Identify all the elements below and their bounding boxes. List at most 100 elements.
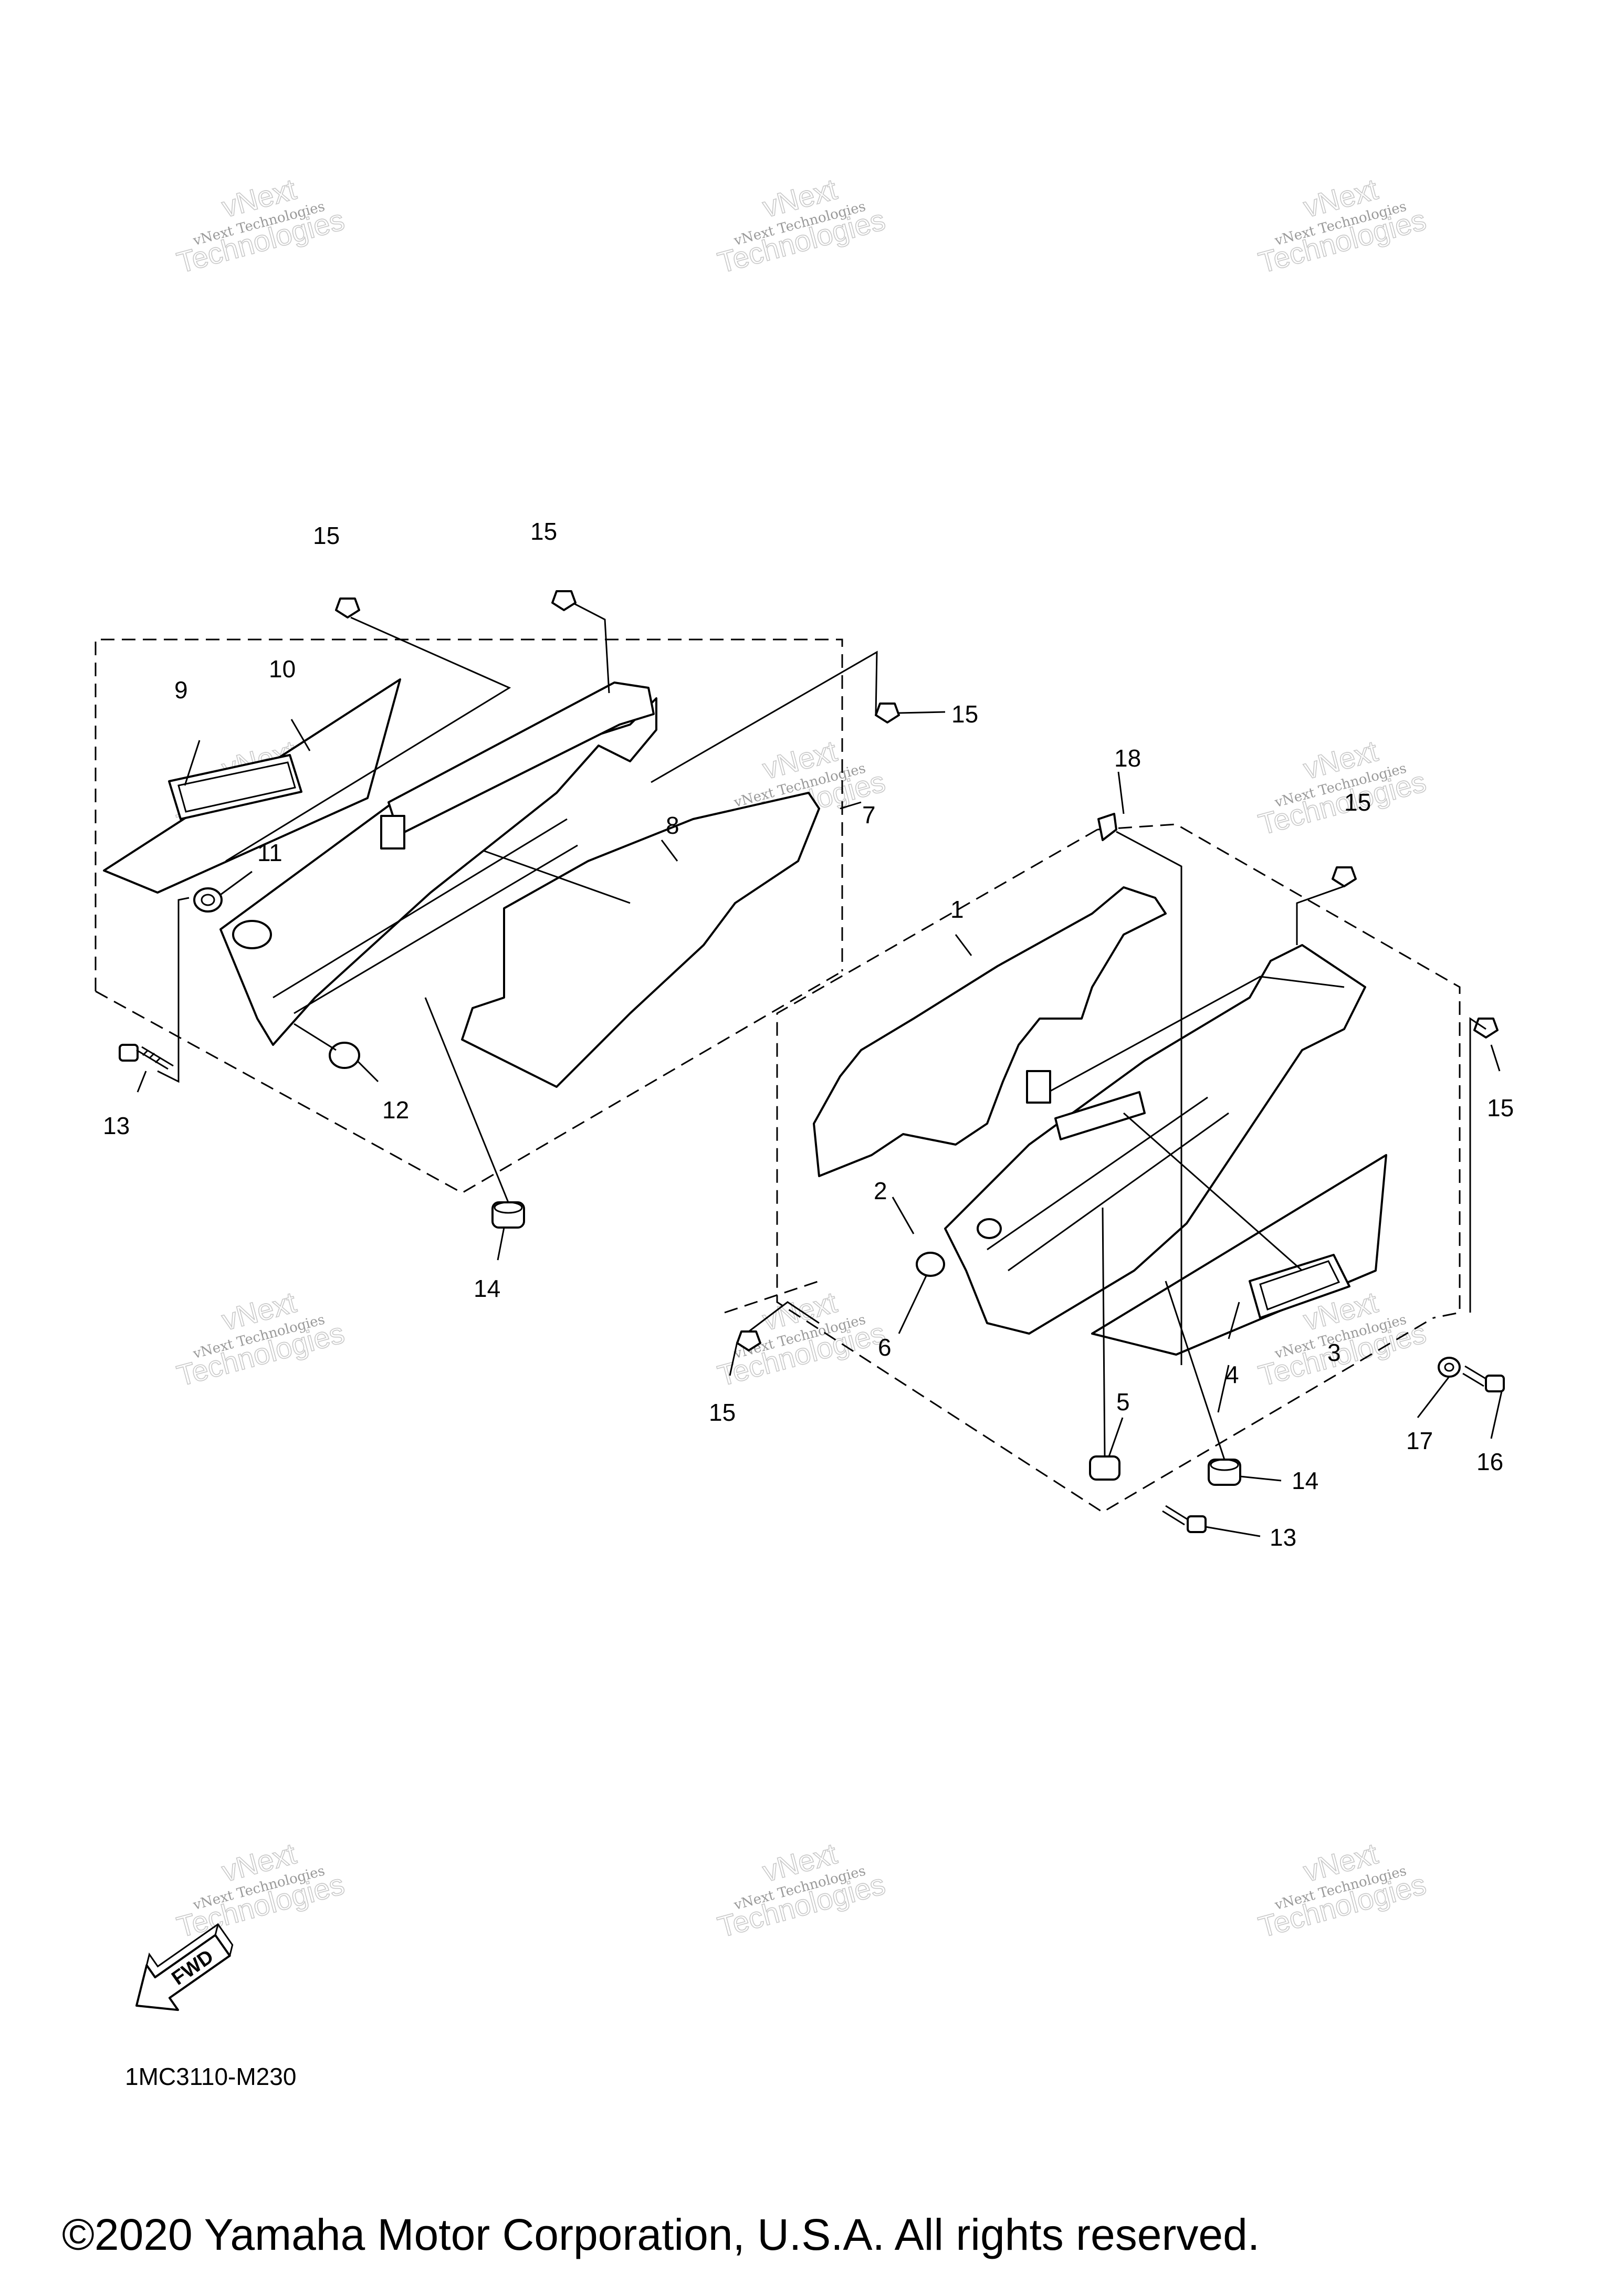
callout-1: 1 <box>950 896 964 923</box>
leader-line <box>661 840 678 862</box>
part-2-side-cover-right <box>944 944 1366 1335</box>
right-dashed-frame-bottom <box>776 829 1434 1513</box>
watermark: vNext vNext Technologies Technologies <box>173 172 348 279</box>
callout-15: 15 <box>951 700 978 728</box>
watermark: vNext vNext Technologies Technologies <box>173 1836 348 1944</box>
part-1-inner-panel <box>813 886 1167 1177</box>
callout-4: 4 <box>1226 1361 1239 1388</box>
part-13-bolt-left <box>119 1044 174 1070</box>
watermark: vNext vNext Technologies Technologies <box>714 1836 889 1944</box>
leader-line <box>137 1071 147 1093</box>
leader-line <box>898 711 946 714</box>
part-11-grommet <box>193 887 223 913</box>
left-assembly <box>95 590 946 1261</box>
leader-line <box>1469 1017 1486 1313</box>
callout-17: 17 <box>1406 1427 1433 1454</box>
part-15-clip <box>736 1330 761 1351</box>
callout-3: 3 <box>1327 1339 1341 1366</box>
part-6-grommet <box>916 1252 945 1277</box>
leader-line <box>1490 1391 1503 1439</box>
leader-line <box>1102 1207 1106 1457</box>
leader-line <box>748 1301 820 1333</box>
part-4-emblem-sheet-right <box>1091 1154 1387 1356</box>
leader-line <box>424 997 509 1203</box>
callout-7: 7 <box>862 801 876 829</box>
right-assembly <box>724 771 1505 1537</box>
part-12-grommet <box>329 1042 360 1069</box>
leader-line <box>1296 885 1345 945</box>
part-3-emblem <box>1249 1254 1350 1319</box>
right-dashed-frame-side <box>724 1280 820 1314</box>
leader-line <box>1490 1044 1501 1072</box>
leader-line <box>184 740 201 786</box>
leader-line <box>1217 1365 1230 1413</box>
callout-5: 5 <box>1116 1388 1130 1416</box>
leader-line <box>290 719 311 751</box>
leader-line <box>1116 831 1182 1365</box>
part-15-clip <box>1332 866 1357 887</box>
part-5-grommet <box>1089 1455 1120 1481</box>
leader-line <box>1117 771 1125 814</box>
watermark: vNext vNext Technologies Technologies <box>714 1285 889 1392</box>
leader-line <box>356 1060 379 1083</box>
leader-line <box>157 897 190 1083</box>
leader-line <box>294 1023 337 1051</box>
leader-line <box>955 934 972 956</box>
leader-line <box>892 1197 915 1234</box>
part-14-damper-right <box>1208 1459 1241 1486</box>
left-dashed-frame <box>95 638 843 991</box>
callout-15: 15 <box>313 522 340 549</box>
part-18-clip <box>1097 813 1117 841</box>
part-15-clip <box>335 597 360 618</box>
watermark: vNext vNext Technologies Technologies <box>1254 172 1430 279</box>
callout-labels: 15 15 15 9 10 7 8 11 12 13 14 18 15 1 15… <box>103 518 1514 1551</box>
leader-line <box>1228 1302 1240 1339</box>
callout-13: 13 <box>1270 1524 1296 1551</box>
callout-6: 6 <box>878 1334 892 1361</box>
part-15-clip <box>551 590 577 611</box>
part-8-inner-panel <box>461 792 820 1088</box>
part-7-side-cover-left <box>219 682 657 1046</box>
callout-11: 11 <box>257 839 282 866</box>
watermark: vNext vNext Technologies Technologies <box>173 1285 348 1392</box>
part-3-patch <box>1054 1091 1146 1140</box>
part-13-bolt-right <box>1162 1505 1207 1533</box>
part-15-clip <box>875 703 900 724</box>
part-9-emblem <box>168 754 302 820</box>
leader-line <box>574 603 610 694</box>
callout-13: 13 <box>103 1112 130 1139</box>
part-16-bolt <box>1462 1365 1505 1392</box>
callout-15: 15 <box>709 1399 736 1426</box>
callout-2: 2 <box>874 1177 887 1204</box>
leader-line <box>1123 1112 1303 1272</box>
callout-14: 14 <box>474 1275 500 1302</box>
copyright-notice: ©2020 Yamaha Motor Corporation, U.S.A. A… <box>62 2210 1260 2259</box>
leader-line <box>225 616 511 862</box>
callout-18: 18 <box>1114 745 1141 772</box>
callout-15: 15 <box>1344 789 1371 816</box>
part-17-washer <box>1438 1357 1461 1378</box>
leader-line <box>483 850 631 904</box>
callout-15: 15 <box>530 518 557 545</box>
leader-line <box>1165 1281 1226 1460</box>
leader-line <box>220 871 253 896</box>
callout-15: 15 <box>1487 1094 1514 1121</box>
callout-16: 16 <box>1476 1448 1503 1475</box>
watermark: vNext vNext Technologies Technologies <box>1254 733 1430 841</box>
callout-14: 14 <box>1292 1467 1318 1494</box>
callout-8: 8 <box>666 812 679 839</box>
part-15-clip <box>1473 1018 1499 1039</box>
callout-12: 12 <box>382 1096 409 1124</box>
callout-9: 9 <box>174 676 188 704</box>
leader-line <box>840 801 862 810</box>
leader-line <box>1417 1376 1450 1418</box>
leader-line <box>1240 1475 1282 1482</box>
leader-line <box>497 1227 505 1261</box>
leader-line <box>1205 1526 1261 1537</box>
leader-line <box>898 1275 927 1334</box>
watermark: vNext vNext Technologies Technologies <box>1254 1836 1430 1944</box>
diagram-code: 1MC3110-M230 <box>125 2063 297 2090</box>
watermark: vNext vNext Technologies Technologies <box>714 172 889 279</box>
left-dashed-frame-bottom <box>95 970 843 1194</box>
